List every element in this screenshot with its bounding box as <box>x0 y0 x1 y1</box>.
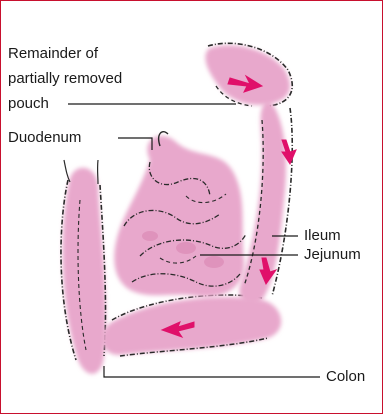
colon-label: Colon <box>326 367 365 387</box>
pouch-remainder <box>205 43 292 106</box>
colon-segment <box>61 160 106 374</box>
jejunum-label: Jejunum <box>304 245 361 265</box>
duodenum-label: Duodenum <box>8 128 81 148</box>
remainder-label-line-1: Remainder of <box>8 44 98 64</box>
duodenum-leader <box>118 138 152 150</box>
remainder-label-line-3: pouch <box>8 94 49 114</box>
small-intestine-coils <box>114 132 246 297</box>
remainder-label-line-2: partially removed <box>8 69 122 89</box>
ileum-label: Ileum <box>304 226 341 246</box>
colon-leader <box>104 366 320 377</box>
